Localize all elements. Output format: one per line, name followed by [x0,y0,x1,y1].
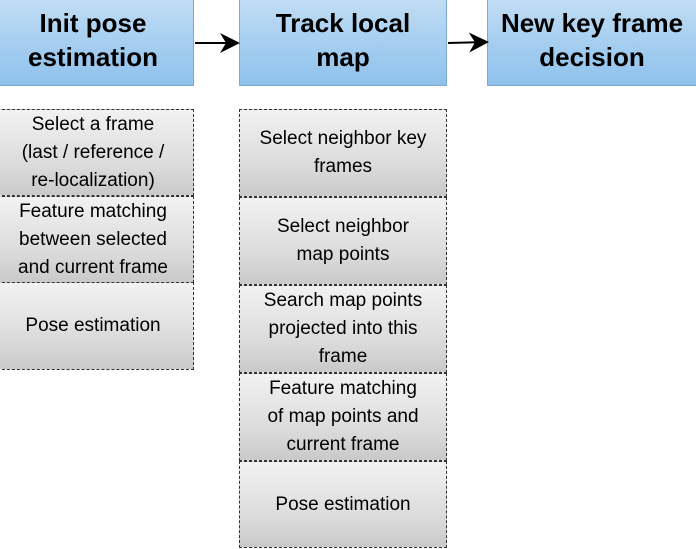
step-select-frame: Select a frame (last / reference / re-lo… [0,109,194,196]
step-pose-estimation-track: Pose estimation [239,461,447,548]
step-select-neighbor-map-points: Select neighbor map points [239,197,447,285]
header-init-pose-estimation: Init pose estimation [0,0,194,86]
arrow-track-to-keyframe [447,32,489,53]
header-track-local-map: Track local map [239,0,447,86]
step-feature-matching-map-points: Feature matching of map points and curre… [239,373,447,461]
header-new-key-frame-decision: New key frame decision [487,0,696,86]
step-select-neighbor-key-frames: Select neighbor key frames [239,109,447,197]
step-feature-matching-selected: Feature matching between selected and cu… [0,196,194,283]
step-search-map-points: Search map points projected into this fr… [239,285,447,373]
step-pose-estimation-init: Pose estimation [0,282,194,370]
